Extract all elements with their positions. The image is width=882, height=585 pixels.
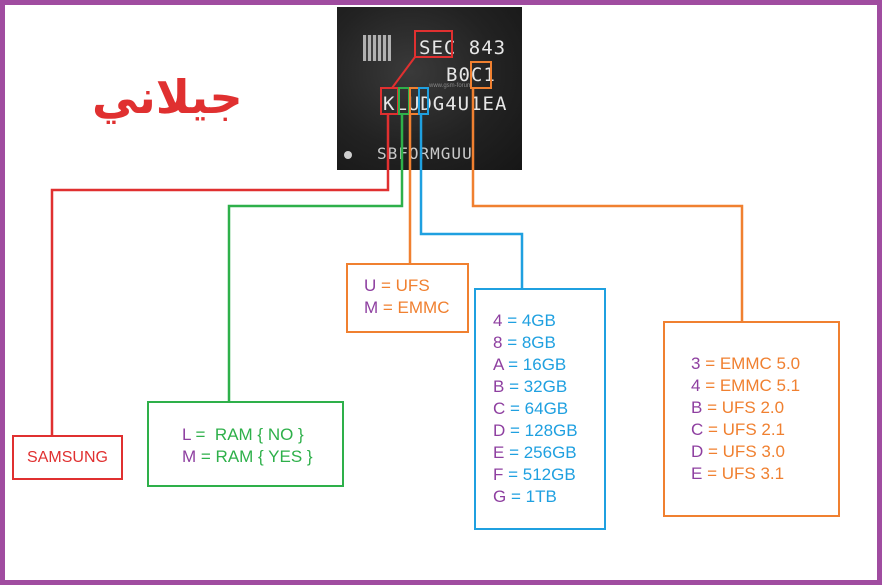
code-key: U <box>364 276 377 295</box>
code-meaning: = 8GB <box>502 333 556 352</box>
code-key: C <box>493 399 506 418</box>
chip-watermark: www.gsm-forum <box>429 83 473 89</box>
code-key: A <box>493 355 504 374</box>
code-meaning: = UFS 2.0 <box>702 398 785 417</box>
code-key: G <box>493 487 507 506</box>
code-key: L <box>182 425 191 444</box>
code-meaning: = 64GB <box>505 399 569 418</box>
version-row: E = UFS 3.1 <box>691 463 800 485</box>
version-row: C = UFS 2.1 <box>691 419 800 441</box>
version-row: 3 = EMMC 5.0 <box>691 353 800 375</box>
code-key: C <box>691 420 704 439</box>
code-meaning: = 32GB <box>504 377 568 396</box>
code-key: 4 <box>493 311 503 330</box>
type-box: U = UFS M = EMMC <box>346 263 469 333</box>
code-meaning: = UFS 2.1 <box>703 420 786 439</box>
code-meaning: = 256GB <box>504 443 577 462</box>
highlight-kl <box>380 87 399 115</box>
code-key: M <box>182 447 197 466</box>
type-row: M = EMMC <box>364 297 449 319</box>
highlight-u <box>398 87 410 115</box>
chip-marking-line4: SBFORMGUU <box>377 144 473 163</box>
line-ram <box>227 114 404 402</box>
ram-row: M = RAM { YES } <box>182 446 313 468</box>
capacity-row: B = 32GB <box>493 376 578 398</box>
capacity-row: 8 = 8GB <box>493 332 578 354</box>
author-name: جيلاني <box>92 70 243 124</box>
code-meaning: = 128GB <box>505 421 578 440</box>
line-version <box>471 88 744 322</box>
version-row: D = UFS 3.0 <box>691 441 800 463</box>
code-meaning: = 1TB <box>506 487 557 506</box>
pin1-dot <box>344 151 352 159</box>
line-manufacturer <box>50 114 390 435</box>
ram-row: L = RAM { NO } <box>182 424 313 446</box>
version-box: 3 = EMMC 5.0 4 = EMMC 5.1 B = UFS 2.0 C … <box>663 321 840 517</box>
datamatrix-code <box>363 35 391 61</box>
type-row: U = UFS <box>364 275 449 297</box>
code-meaning: = RAM { YES } <box>196 447 313 466</box>
code-meaning: = RAM { NO } <box>190 425 304 444</box>
code-meaning: = EMMC 5.0 <box>700 354 801 373</box>
chip-marking-part-number: KLUDG4U1EA <box>383 93 508 115</box>
capacity-row: F = 512GB <box>493 464 578 486</box>
code-meaning: = EMMC 5.1 <box>700 376 801 395</box>
code-key: 8 <box>493 333 503 352</box>
capacity-row: G = 1TB <box>493 486 578 508</box>
code-key: B <box>691 398 703 417</box>
manufacturer-label: SAMSUNG <box>27 449 108 466</box>
code-key: D <box>493 421 506 440</box>
code-key: E <box>493 443 505 462</box>
code-meaning: = UFS 3.1 <box>702 464 785 483</box>
code-meaning: = UFS <box>376 276 430 295</box>
highlight-d <box>409 87 420 115</box>
code-key: F <box>493 465 504 484</box>
capacity-box: 4 = 4GB 8 = 8GB A = 16GB B = 32GB C = 64… <box>474 288 606 530</box>
highlight-g <box>418 87 429 115</box>
chip-marking-line1: SEC 843 <box>419 37 507 59</box>
code-key: M <box>364 298 379 317</box>
code-key: 4 <box>691 376 701 395</box>
code-key: B <box>493 377 505 396</box>
capacity-row: E = 256GB <box>493 442 578 464</box>
capacity-row: C = 64GB <box>493 398 578 420</box>
code-meaning: = UFS 3.0 <box>703 442 786 461</box>
memory-chip-photo: SEC 843 B0C1 www.gsm-forum KLUDG4U1EA SB… <box>337 7 522 170</box>
code-meaning: = 16GB <box>503 355 567 374</box>
code-key: E <box>691 464 703 483</box>
capacity-row: A = 16GB <box>493 354 578 376</box>
manufacturer-box: SAMSUNG <box>12 435 123 480</box>
code-meaning: = 4GB <box>502 311 556 330</box>
capacity-row: 4 = 4GB <box>493 310 578 332</box>
code-meaning: = 512GB <box>503 465 576 484</box>
line-capacity <box>419 114 524 288</box>
ram-box: L = RAM { NO } M = RAM { YES } <box>147 401 344 487</box>
highlight-b0c1 <box>470 61 492 89</box>
highlight-sec <box>414 30 453 58</box>
code-meaning: = EMMC <box>378 298 450 317</box>
version-row: 4 = EMMC 5.1 <box>691 375 800 397</box>
code-key: D <box>691 442 704 461</box>
capacity-row: D = 128GB <box>493 420 578 442</box>
line-sec-to-kl <box>391 56 416 89</box>
code-key: 3 <box>691 354 701 373</box>
version-row: B = UFS 2.0 <box>691 397 800 419</box>
